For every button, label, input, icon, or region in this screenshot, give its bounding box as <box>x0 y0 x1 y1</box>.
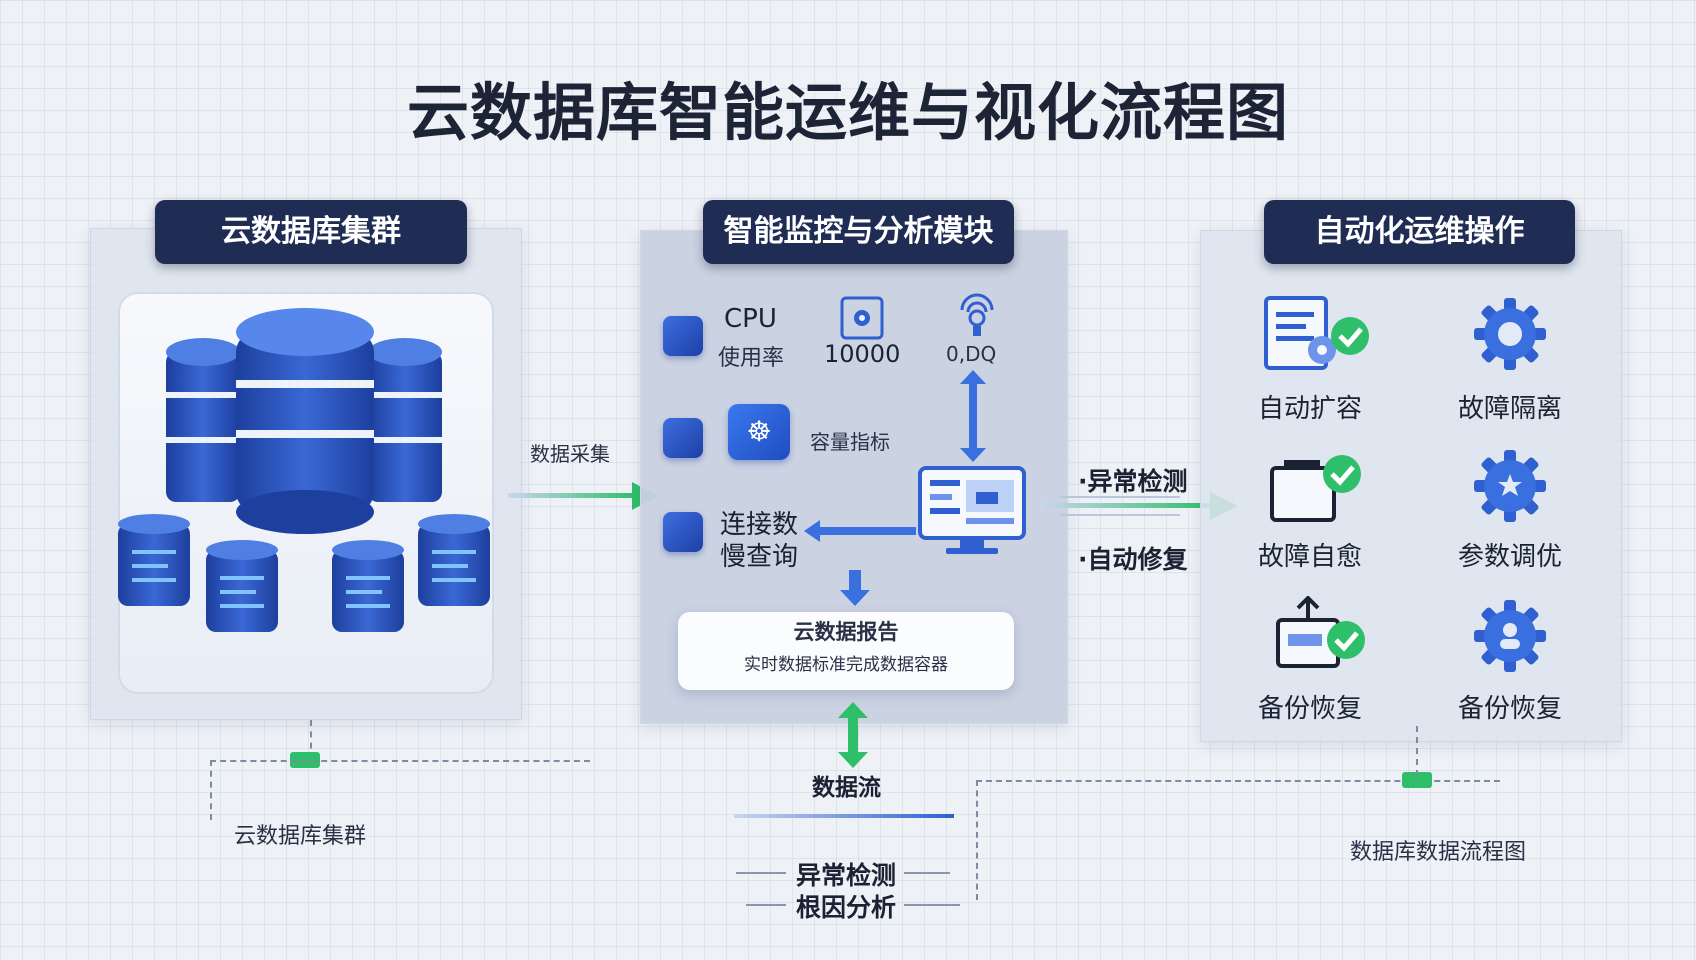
bottom-item2-line-right <box>904 904 960 906</box>
folder-check-icon <box>1270 455 1361 522</box>
bottom-center-bar <box>734 814 954 818</box>
metric-value-2: 0,DQ <box>946 342 997 366</box>
bottom-left-label: 云数据库集群 <box>234 824 367 849</box>
arrow-down-icon <box>840 570 870 606</box>
cluster-header: 云数据库集群 <box>155 200 467 264</box>
monitor-screen-icon <box>918 466 1026 554</box>
connector-right-vertical <box>1416 726 1418 776</box>
bottom-center-item1: 异常检测 <box>796 861 897 890</box>
arrow-right-icon <box>508 482 658 510</box>
ops-item-6-label: 备份恢复 <box>1457 694 1562 724</box>
capacity-metric-icon <box>663 418 703 458</box>
report-card <box>678 612 1014 690</box>
conn-label-line2: 慢查询 <box>720 542 799 572</box>
ops-item-5-label: 备份恢复 <box>1257 694 1362 724</box>
connection-metric-icon <box>663 512 703 552</box>
document-gear-check-icon <box>1264 296 1369 370</box>
database-stack-main-icon <box>236 308 374 534</box>
monitor-header: 智能监控与分析模块 <box>703 200 1014 264</box>
bottom-item1-line-left <box>736 872 786 874</box>
settings-chip-icon <box>840 296 884 340</box>
gear-person-icon <box>1474 600 1546 672</box>
server-db-1-icon <box>118 514 190 606</box>
cpu-label-line1: CPU <box>724 304 777 334</box>
connector-left-down <box>210 760 212 820</box>
ops-item-1-label: 自动扩容 <box>1257 394 1362 424</box>
conn-label-line1: 连接数 <box>720 510 799 540</box>
bottom-right-label: 数据库数据流程图 <box>1350 840 1527 865</box>
server-db-3-icon <box>332 540 404 632</box>
bottom-center-label: 数据流 <box>812 775 881 801</box>
gear-icon <box>1474 450 1546 522</box>
vertical-double-arrow-green-icon <box>838 702 868 768</box>
ops-item-3-label: 故障自愈 <box>1257 542 1362 572</box>
server-db-4-icon <box>418 514 490 606</box>
bottom-item1-line-right <box>904 872 950 874</box>
report-subtitle: 实时数据标准完成数据容器 <box>744 655 948 675</box>
ops-item-2-label: 故障隔离 <box>1457 394 1562 424</box>
server-db-2-icon <box>206 540 278 632</box>
ops-header: 自动化运维操作 <box>1264 200 1575 264</box>
report-title: 云数据报告 <box>793 620 899 644</box>
upload-check-icon <box>1276 596 1365 668</box>
page-title: 云数据库智能运维与视化流程图 <box>406 76 1289 149</box>
ops-item-4-label: 参数调优 <box>1457 542 1562 572</box>
arrow-left-icon <box>804 520 916 542</box>
alert-beacon-icon <box>960 293 994 336</box>
database-stack-right-icon <box>368 338 442 502</box>
collect-arrow-label: 数据采集 <box>530 442 610 466</box>
cpu-label-line2: 使用率 <box>718 346 785 371</box>
right-flow-label-1: ·异常检测 <box>1078 467 1188 496</box>
gear-icon <box>1474 298 1546 370</box>
right-flow-label-2: ·自动修复 <box>1078 545 1188 574</box>
connector-left-horizontal <box>210 760 590 762</box>
connector-node-right <box>1402 772 1432 788</box>
vertical-double-arrow-icon <box>960 370 986 462</box>
connector-right-horizontal <box>976 780 1500 782</box>
cpu-metric-icon <box>663 316 703 356</box>
capacity-app-icon: ☸ <box>728 404 790 460</box>
bottom-center-item2: 根因分析 <box>796 893 897 922</box>
metric-value: 10000 <box>824 340 901 368</box>
connector-left-vertical <box>310 720 312 760</box>
database-cluster-icon <box>118 308 490 632</box>
connector-right-center-vertical <box>976 780 978 900</box>
capacity-label: 容量指标 <box>810 430 890 454</box>
database-stack-left-icon <box>166 338 240 502</box>
bottom-item2-line-left <box>746 904 786 906</box>
